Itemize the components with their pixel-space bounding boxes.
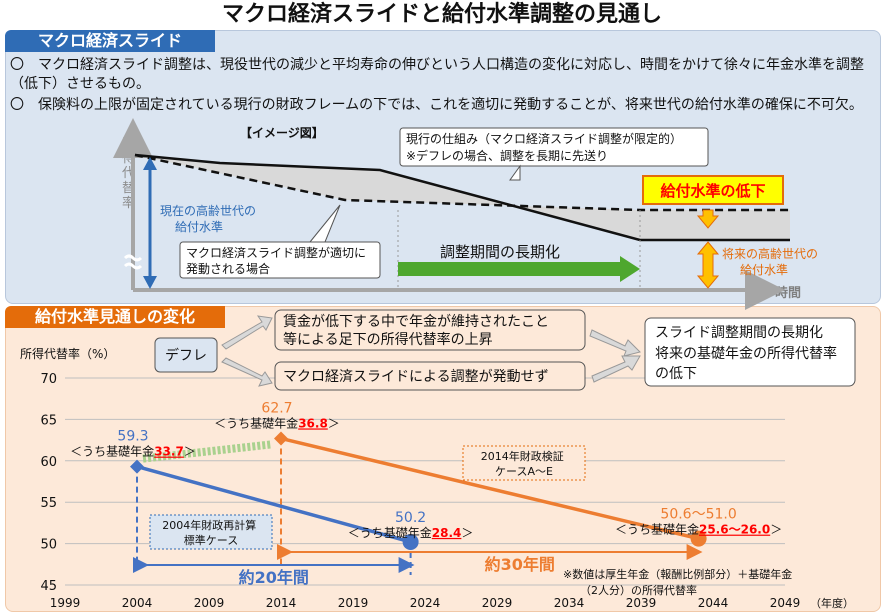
proper-slide-line bbox=[134, 153, 790, 212]
series-line bbox=[136, 464, 412, 544]
future-elderly-arrow bbox=[696, 241, 720, 289]
y-tick-label: 65 bbox=[40, 413, 57, 428]
x-tick-label: 2034 bbox=[554, 596, 585, 610]
svg-text:現行の仕組み（マクロ経済スライド調整が限定的） ※デ: 現行の仕組み（マクロ経済スライド調整が限定的） ※デフレの場合、調整を長期に先送… bbox=[406, 131, 686, 163]
y-tick-label: 55 bbox=[40, 496, 57, 511]
box-2004 bbox=[149, 514, 273, 550]
longer-period-arrow bbox=[398, 262, 622, 276]
data-label-sub: ＜うち基礎年金28.4＞ bbox=[348, 525, 474, 540]
data-label-sub: ＜うち基礎年金33.7＞ bbox=[70, 444, 196, 459]
result-box bbox=[644, 317, 856, 387]
footnote: ※数値は厚生年金（報酬比例部分）＋基礎年金 （2人分）の所得代替率 bbox=[563, 567, 796, 597]
box-2014 bbox=[462, 445, 586, 481]
current-system-line bbox=[134, 153, 790, 242]
x-tick-label: 2019 bbox=[338, 596, 369, 610]
x-tick-label: 2004 bbox=[122, 596, 153, 610]
x-tick-label: 2014 bbox=[266, 596, 297, 610]
series-start-connector bbox=[142, 440, 272, 463]
data-label-value: 59.3 bbox=[117, 429, 148, 445]
svg-text:2014年財政検証 ケースA～E: 2014年財政検証 ケースA～E bbox=[481, 449, 568, 478]
current-elderly-label: 現在の高齢世代の 給付水準 bbox=[160, 203, 260, 234]
svg-text:マクロ経済スライド調整が適切に 発動される場合: マクロ経済スライド調整が適切に 発動される場合 bbox=[186, 245, 370, 276]
x-tick-label: 2029 bbox=[482, 596, 513, 610]
x-tick-label: 1999 bbox=[50, 596, 81, 610]
svg-text:2004年財政再計算 標準ケース: 2004年財政再計算 標準ケース bbox=[162, 518, 260, 547]
svg-text:スライド調整期間の長期化 将来の基礎年金の所得代替率: スライド調整期間の長期化 将来の基礎年金の所得代替率 の低下 bbox=[655, 325, 841, 382]
series-line bbox=[280, 436, 700, 541]
image-label: 【イメージ図】 bbox=[240, 125, 324, 140]
bullet-1: 〇 マクロ経済スライド調整は、現役世代の減少と平均寿命の伸びという人口構造の変化… bbox=[10, 57, 864, 92]
x-tick-label: 2009 bbox=[194, 596, 225, 610]
span-20-label: 約20年間 bbox=[239, 568, 309, 587]
data-label-value: 50.6～51.0 bbox=[660, 507, 736, 523]
x-tick-label: 2024 bbox=[410, 596, 441, 610]
svg-text:マクロ経済スライドによる調整が発動せず: マクロ経済スライドによる調整が発動せず bbox=[283, 369, 549, 385]
data-label-value: 62.7 bbox=[261, 400, 292, 416]
x-axis-unit: （年度） bbox=[810, 596, 854, 610]
cause1-box bbox=[274, 309, 586, 351]
current-note-callout bbox=[399, 127, 709, 167]
section1-tag: マクロ経済スライド bbox=[5, 30, 215, 52]
series-start-marker bbox=[130, 459, 144, 474]
y-axis-label: 所得代替率（%） bbox=[20, 346, 115, 361]
bullet-2: 〇 保険料の上限が固定されている現行の財政フレームの下では、これを適切に発動する… bbox=[10, 97, 863, 113]
series-end-marker bbox=[690, 530, 707, 547]
data-label-value: 50.2 bbox=[395, 510, 426, 526]
data-label-sub: ＜うち基礎年金25.6～26.0＞ bbox=[615, 522, 782, 537]
y-tick-label: 50 bbox=[40, 538, 57, 553]
x-tick-label: 2049 bbox=[770, 596, 801, 610]
span-30-label: 約30年間 bbox=[485, 555, 555, 574]
benefit-decline-label: 給付水準の低下 bbox=[660, 182, 765, 200]
y-tick-label: 60 bbox=[40, 455, 57, 470]
cause2-box bbox=[274, 361, 586, 391]
deflation-box bbox=[154, 337, 218, 373]
deflation-label: デフレ bbox=[165, 347, 207, 364]
x-tick-label: 2039 bbox=[626, 596, 657, 610]
y-tick-label: 70 bbox=[40, 372, 57, 387]
longer-period-label: 調整期間の長期化 bbox=[440, 243, 560, 261]
proper-note-callout bbox=[179, 241, 381, 279]
series-start-marker bbox=[274, 431, 288, 446]
svg-text:賃金が低下する中で年金が維持されたこと 等による足下: 賃金が低下する中で年金が維持されたこと 等による足下の所得代替率の上昇 bbox=[283, 314, 553, 348]
y-tick-label: 45 bbox=[40, 579, 57, 594]
section2-tag: 給付水準見通しの変化 bbox=[5, 306, 225, 328]
future-elderly-label: 将来の高齢世代の 給付水準 bbox=[722, 246, 822, 277]
adjustment-gap-area bbox=[135, 155, 790, 240]
page-title: マクロ経済スライドと給付水準調整の見通し bbox=[221, 2, 662, 27]
benefit-decline-box bbox=[642, 175, 784, 205]
data-label-sub: ＜うち基礎年金36.8＞ bbox=[214, 415, 340, 430]
x-tick-label: 2044 bbox=[698, 596, 729, 610]
